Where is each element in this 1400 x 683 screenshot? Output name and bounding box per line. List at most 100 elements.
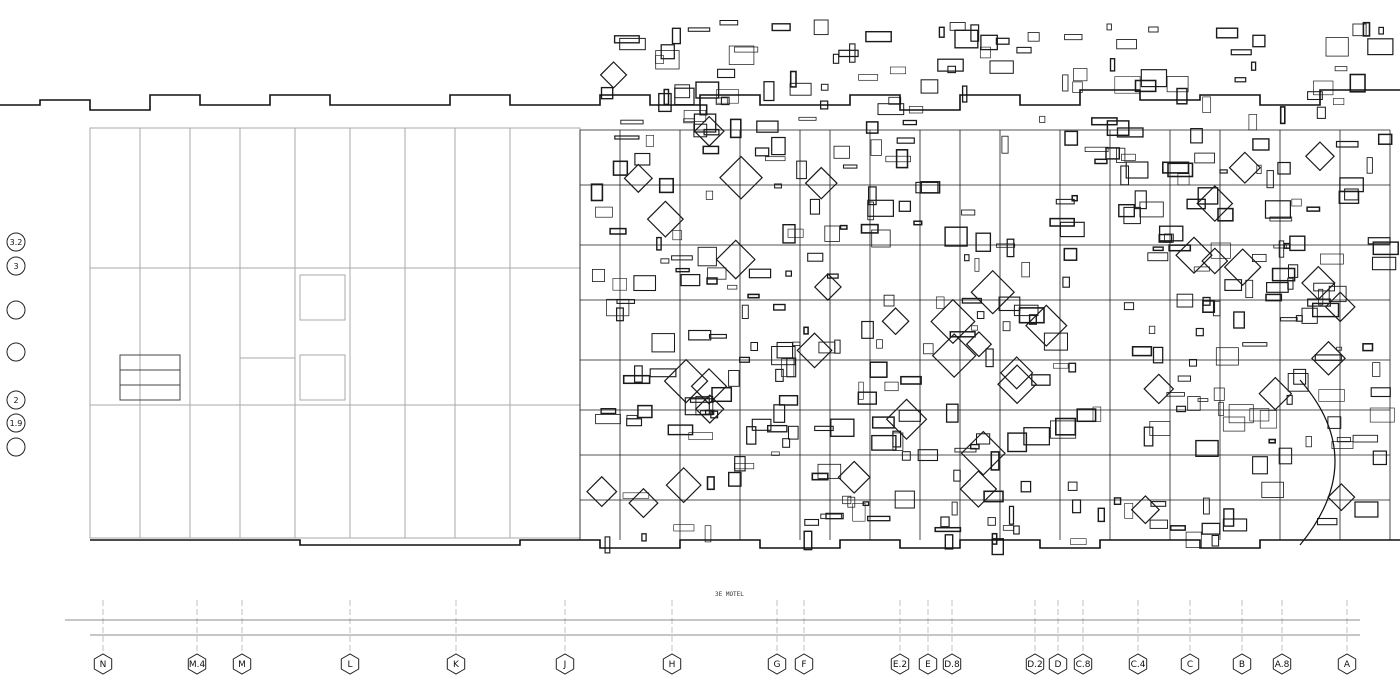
fixture-detail <box>1352 23 1367 37</box>
grid-bubble: A.8 <box>1272 653 1292 675</box>
diamond-symbol <box>1228 151 1262 184</box>
fixture-detail <box>1105 147 1121 160</box>
fixture-detail <box>684 397 710 416</box>
fixture-detail <box>961 85 968 103</box>
fixture-detail <box>1149 421 1171 436</box>
grid-bubble-label: E.2 <box>893 660 907 670</box>
fixture-detail <box>1072 81 1083 93</box>
fixture-detail <box>612 278 627 291</box>
fixture-detail <box>1311 302 1340 318</box>
fixture-detail <box>876 339 883 349</box>
fixture-detail <box>1336 346 1343 351</box>
diamond-symbol <box>1175 236 1213 274</box>
fixture-detail <box>1162 161 1190 174</box>
fixture-detail <box>1055 198 1075 205</box>
fixture-detail <box>667 424 694 436</box>
grid-bubble-outline <box>1272 653 1292 675</box>
grid-bubble-outline <box>1025 653 1045 675</box>
grid-bubble: F <box>794 653 814 675</box>
fixture-detail <box>1020 480 1032 493</box>
fixture-detail <box>645 134 654 147</box>
fixture-detail <box>741 304 749 319</box>
fixture-detail <box>1109 58 1116 72</box>
diamond-symbol <box>796 332 833 369</box>
fixture-detail <box>728 471 742 487</box>
fixture-detail <box>776 341 794 359</box>
fixture-detail <box>1377 133 1393 145</box>
fixture-detail <box>1224 279 1243 291</box>
fixture-detail <box>658 177 674 194</box>
diamond-symbol <box>1301 265 1336 301</box>
fixture-detail <box>820 513 842 520</box>
diamond-symbol <box>960 430 1006 476</box>
grid-bubble: G <box>767 653 787 675</box>
row-bubble <box>6 342 26 362</box>
fixture-detail <box>750 341 759 352</box>
grid-bubble-outline <box>555 653 575 675</box>
fixture-detail <box>1116 39 1137 50</box>
fixture-detail <box>1134 79 1157 93</box>
fixture-detail <box>1001 135 1009 154</box>
fixture-detail <box>1301 307 1318 324</box>
fixture-detail <box>688 432 713 441</box>
fixture-detail <box>771 451 780 456</box>
grid-bubble-outline <box>187 653 207 675</box>
fixture-detail <box>1121 153 1136 161</box>
diamond-symbol <box>1196 185 1234 223</box>
fixture-detail <box>938 26 945 38</box>
diamond-symbol <box>1304 141 1335 172</box>
fixture-detail <box>883 294 895 307</box>
fixture-detail <box>1166 392 1185 397</box>
fixture-detail <box>996 243 1016 248</box>
fixture-detail <box>1371 256 1397 271</box>
grid-bubble-outline <box>1232 653 1252 675</box>
fixture-detail <box>711 386 733 403</box>
fixture-detail <box>1131 346 1153 357</box>
diamond-symbol <box>1143 373 1175 405</box>
fixture-detail <box>656 236 662 251</box>
fixture-detail <box>739 356 751 363</box>
fixture-detail <box>1278 447 1293 465</box>
fixture-detail <box>671 27 681 45</box>
fixture-detail <box>672 230 683 241</box>
fixture-detail <box>1123 302 1135 311</box>
fixture-detail <box>1176 405 1187 413</box>
fixture-detail <box>785 270 793 277</box>
fixture-detail <box>771 346 796 366</box>
fixture-detail <box>1222 518 1248 532</box>
fixture-detail <box>1349 73 1366 93</box>
fixture-detail <box>1269 216 1293 222</box>
fixture-detail <box>1318 288 1324 306</box>
fixture-detail <box>1248 114 1258 131</box>
fixture-detail <box>787 425 799 440</box>
fixture-detail <box>687 27 711 32</box>
fixture-detail <box>1002 321 1011 332</box>
grid-bubble-label: C.8 <box>1076 660 1091 670</box>
fixture-detail <box>877 103 905 116</box>
grid-bubble-label: D <box>1055 660 1062 670</box>
fixture-detail <box>1006 238 1015 258</box>
fixture-detail <box>708 333 727 339</box>
fixture-detail <box>604 536 611 554</box>
fixture-detail <box>748 268 772 279</box>
fixture-detail <box>902 119 918 126</box>
fixture-detail <box>1043 332 1069 351</box>
fixture-detail <box>1055 417 1077 436</box>
fixture-detail <box>609 227 627 235</box>
fixture-detail <box>839 224 848 230</box>
fixture-detail <box>830 418 855 437</box>
east-wing-rooms <box>579 19 1399 556</box>
row-bubble-label: 1.9 <box>10 419 23 428</box>
fixture-detail <box>706 277 718 285</box>
fixture-detail <box>1261 481 1284 498</box>
fixture-detail <box>1028 314 1038 325</box>
diamond-symbol <box>663 358 709 404</box>
fixture-detail <box>869 361 888 378</box>
fixture-detail <box>1149 519 1168 529</box>
fixture-detail <box>842 495 852 505</box>
west-wing-rooms <box>89 127 581 539</box>
fixture-detail <box>704 525 712 543</box>
fixture-detail <box>1222 416 1246 432</box>
grid-bubble: C <box>1180 653 1200 675</box>
fixture-detail <box>1313 282 1335 292</box>
